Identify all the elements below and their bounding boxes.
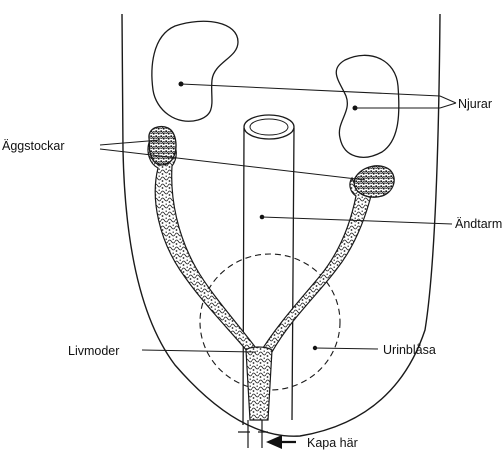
leader-oviducts-lower [100,149,365,180]
right-kidney [336,55,399,157]
label-oviducts: Äggstockar [2,139,65,153]
leader-kidneys-to-label [440,96,456,108]
label-bladder: Urinblåsa [383,343,436,357]
arrow-icon [266,435,296,449]
leader-bladder [315,348,378,349]
right-oviduct [258,178,372,356]
right-ovary [354,166,394,197]
leader-kidneys-left [181,84,440,96]
label-kidneys: Njurar [458,97,492,111]
left-ovary [149,126,176,164]
label-rectum: Ändtarm [455,217,502,231]
left-oviduct [148,134,262,356]
label-cut-here: Kapa här [307,436,358,450]
left-kidney [152,21,238,121]
uterus-body [246,347,272,420]
leader-uterus [142,350,256,352]
label-uterus: Livmoder [68,344,119,358]
